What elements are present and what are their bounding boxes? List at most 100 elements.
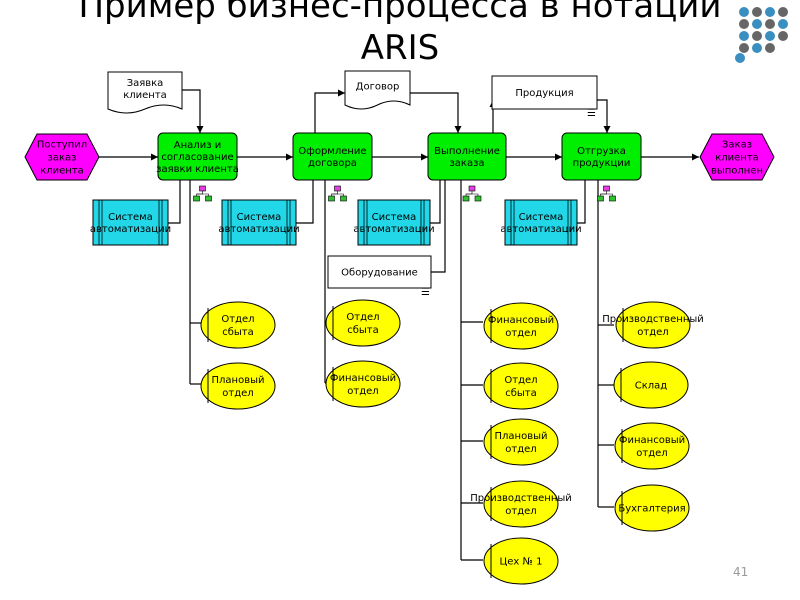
shape-label-line: отдел — [505, 506, 536, 517]
page-number: 41 — [733, 565, 749, 579]
system-box — [504, 199, 578, 246]
shape-label-line: Финансовый — [619, 435, 685, 446]
shape-label-line: Анализ и — [174, 140, 221, 151]
connector-line — [182, 89, 204, 133]
shape-label-line: согласование — [161, 152, 233, 163]
shape-label-line: Бухгалтерия — [618, 504, 685, 515]
diagram-nodes: ПоступилзаказклиентаЗаказклиентавыполнен… — [24, 70, 775, 585]
org-unit-ellipse — [325, 299, 401, 347]
function-box — [157, 132, 238, 181]
unit-finance-4: Финансовый отдел — [614, 422, 690, 470]
event-hexagon — [24, 133, 100, 181]
logo-dot — [765, 43, 775, 53]
org-unit-ellipse — [200, 362, 276, 410]
logo-dot — [752, 43, 762, 53]
shape-label-line: Финансовый — [330, 373, 396, 384]
org-unit-ellipse — [483, 537, 559, 585]
shape-label-line: Склад — [635, 381, 668, 392]
org-unit-ellipse — [483, 480, 559, 528]
event-order-completed: Заказ клиента выполнен — [699, 133, 775, 181]
shape-label-line: Выполнение — [434, 146, 500, 157]
shape-label-line: автоматизации — [500, 224, 581, 235]
logo-dot — [735, 53, 745, 63]
shape-label-line: Отдел — [504, 375, 537, 386]
org-unit-ellipse — [614, 422, 690, 470]
function-box — [561, 132, 642, 181]
unit-sales-2: Отдел сбыта — [325, 299, 401, 347]
shape-label-line: Заказ — [722, 140, 752, 151]
logo-dot — [778, 7, 788, 17]
shape-label-line: автоматизации — [218, 224, 299, 235]
document-shape — [107, 71, 183, 114]
shape-label-line: Финансовый — [488, 315, 554, 326]
org-unit-ellipse — [483, 362, 559, 410]
connector-line — [296, 180, 314, 224]
unit-workshop-1: Цех № 1 — [483, 537, 559, 585]
shape-label-line: клиента — [715, 153, 759, 164]
function-box — [292, 132, 373, 181]
shape-label-line: сбыта — [222, 327, 254, 338]
org-unit-ellipse — [483, 302, 559, 350]
document-shape — [327, 255, 432, 289]
logo-dot — [765, 7, 775, 17]
dot-grid-logo-icon — [735, 7, 788, 63]
shape-label-line: Цех № 1 — [500, 557, 543, 568]
connector-line — [168, 180, 181, 224]
shape-label-line: Система — [372, 212, 417, 223]
system-box — [92, 199, 169, 246]
shape-label-line: договора — [308, 158, 357, 169]
document-shape — [491, 75, 598, 110]
org-chart-icon — [597, 185, 616, 202]
shape-label-line: Система — [108, 212, 153, 223]
unit-accounting: Бухгалтерия — [614, 484, 690, 532]
org-chart-icon — [462, 185, 482, 202]
connector-line — [314, 89, 345, 133]
logo-dot — [739, 43, 749, 53]
shape-label-line: отдел — [636, 448, 667, 459]
shape-label-line: сбыта — [347, 325, 379, 336]
document-marker-icon: ☰ — [421, 287, 430, 298]
shape-label-line: Отгрузка — [577, 146, 626, 157]
shape-label-line: Производственный — [470, 493, 572, 504]
shape-label-line: Заявка — [127, 78, 164, 89]
logo-dot — [752, 19, 762, 29]
shape-label-line: продукции — [573, 158, 631, 169]
shape-label-line: отдел — [505, 328, 536, 339]
logo-dot — [765, 19, 775, 29]
shape-label-line: Договор — [356, 82, 400, 93]
org-unit-ellipse — [325, 360, 401, 408]
logo-dot — [778, 19, 788, 29]
org-unit-ellipse — [483, 418, 559, 466]
shape-label-line: отдел — [222, 388, 253, 399]
shape-label-line: Отдел — [346, 312, 379, 323]
shape-label-line: заявки клиента — [156, 164, 239, 175]
logo-dot — [739, 31, 749, 41]
document-products: Продукция☰ — [491, 75, 598, 119]
org-chart-icon — [193, 185, 212, 202]
connector-line — [430, 180, 441, 224]
logo-dot — [778, 31, 788, 41]
document-contract: Договор — [344, 70, 411, 110]
shape-label-line: Плановый — [495, 431, 548, 442]
event-hexagon — [699, 133, 775, 181]
shape-label-line: заказ — [48, 153, 77, 164]
org-unit-ellipse — [200, 301, 276, 349]
shape-label-line: отдел — [347, 386, 378, 397]
shape-label-line: выполнен — [711, 166, 763, 177]
shape-label-line: автоматизации — [353, 224, 434, 235]
shape-label-line: автоматизации — [90, 224, 171, 235]
shape-label-line: отдел — [637, 327, 668, 338]
